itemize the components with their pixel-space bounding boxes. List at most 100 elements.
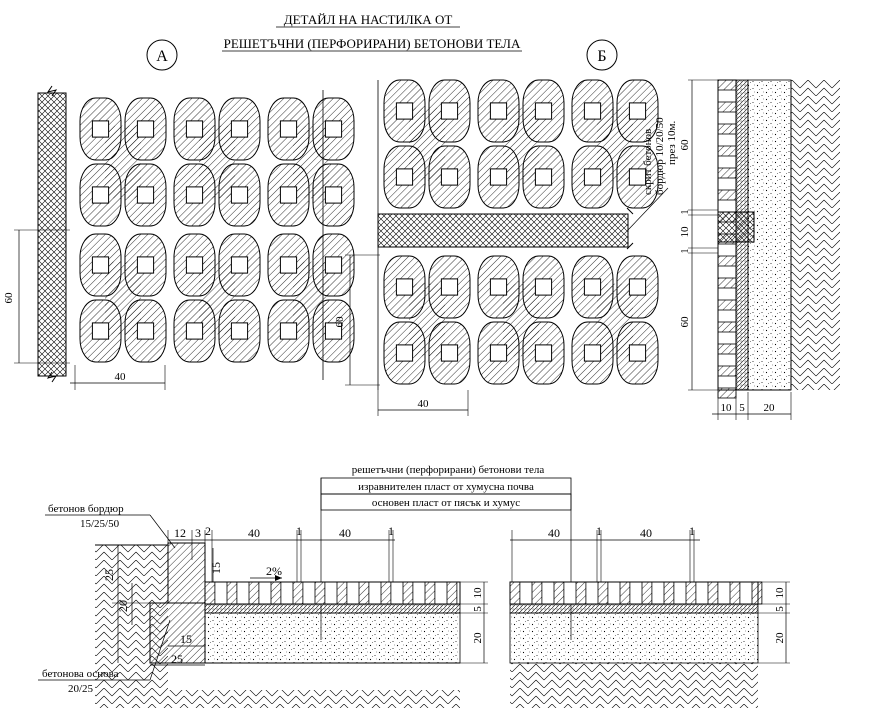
sec-dim-1b: 1 xyxy=(388,524,394,538)
sec-r-dim-40a: 40 xyxy=(548,526,560,540)
layer-dim-20: 20 xyxy=(472,632,484,644)
detail-b-note-1: скрит бетонов xyxy=(642,129,654,195)
section-cell xyxy=(717,299,737,311)
section-cell xyxy=(380,581,392,605)
section-cell xyxy=(575,581,587,605)
section-cell xyxy=(717,365,737,377)
sec-dim-40b: 40 xyxy=(339,526,351,540)
legend-line-3: основен пласт от пясък и хумус xyxy=(372,497,520,509)
detail-b-label: Б xyxy=(597,48,606,65)
lattice-block xyxy=(477,255,565,385)
section-cell xyxy=(619,581,631,605)
base-inner-width-dim: 15 xyxy=(180,632,192,646)
section-cell xyxy=(707,581,719,605)
section-cell xyxy=(641,581,653,605)
legend-line-2: изравнителен пласт от хумусна почва xyxy=(358,481,534,493)
detail-a-label: А xyxy=(156,48,168,65)
lattice-block xyxy=(79,233,167,363)
section-cell xyxy=(292,581,304,605)
detail-b-note-3: през 10м. xyxy=(666,121,678,165)
title-line-2: РЕШЕТЪЧНИ (ПЕРФОРИРАНИ) БЕТОНОВИ ТЕЛА xyxy=(224,36,521,51)
kerb-strip xyxy=(37,92,67,377)
lattice-blocks-b xyxy=(383,79,659,385)
sec-dim-3: 3 xyxy=(195,526,201,540)
lattice-block xyxy=(173,233,261,363)
section-cell xyxy=(717,277,737,289)
layer-dim-5: 5 xyxy=(472,606,484,612)
section-b-bottom-dim-2: 5 xyxy=(739,402,745,414)
section-b-dim-top: 60 xyxy=(679,139,691,151)
detail-a-dim-width: 40 xyxy=(115,371,127,383)
section-cell xyxy=(597,581,609,605)
section-cell xyxy=(717,321,737,333)
lattice-block xyxy=(383,79,471,209)
detail-b-note-2: бордюр 10/20/50 xyxy=(654,117,666,195)
section-cell xyxy=(717,123,737,135)
legend-table: решетъчни (перфорирани) бетонови тела из… xyxy=(320,464,572,640)
kerb-height-dim: 25 xyxy=(102,569,116,581)
lattice-block xyxy=(383,255,471,385)
sec-dim-12: 12 xyxy=(174,526,186,540)
sec-r-dim-40b: 40 xyxy=(640,526,652,540)
kerb-step-dim: 15 xyxy=(209,562,223,574)
section-cell xyxy=(204,581,216,605)
section-cell xyxy=(717,79,737,91)
lattice-block xyxy=(477,79,565,209)
detail-a: А 60 40 xyxy=(3,39,355,390)
section-cell xyxy=(270,581,282,605)
detail-b: Б скрит бетонов бордюр 10/20/50 през 10м… xyxy=(334,39,678,416)
base-height-dim: 20 xyxy=(116,600,130,612)
section-cell xyxy=(717,343,737,355)
sec-r-dim-1b: 1 xyxy=(689,524,695,538)
section-cell xyxy=(424,581,436,605)
section-b: 60 1 10 1 60 10 5 20 xyxy=(679,79,840,420)
section-cell xyxy=(446,581,458,605)
kerb-label-1: бетонов бордюр xyxy=(48,503,124,515)
lattice-block xyxy=(79,97,167,227)
section-cell xyxy=(402,581,414,605)
detail-b-dim-width: 40 xyxy=(418,398,430,410)
layer-dim-10: 10 xyxy=(472,587,484,599)
section-b-dim-c: 1 xyxy=(680,249,691,254)
section-cell xyxy=(531,581,543,605)
legend-line-1: решетъчни (перфорирани) бетонови тела xyxy=(352,464,545,476)
section-b-dim-a: 1 xyxy=(680,210,691,215)
base-width-dim: 25 xyxy=(171,652,183,666)
section-cell xyxy=(509,581,521,605)
sec-r-layer-dim-5: 5 xyxy=(774,606,786,612)
section-cell xyxy=(717,255,737,267)
base-label-2: 20/25 xyxy=(68,683,94,695)
section-b-bottom-dim-3: 20 xyxy=(764,402,776,414)
kerb-label-2: 15/25/50 xyxy=(80,518,120,530)
detail-a-dim-height: 60 xyxy=(3,292,15,304)
section-cell xyxy=(685,581,697,605)
section-b-dim-b: 10 xyxy=(679,226,691,238)
sec-r-layer-dim-10: 10 xyxy=(774,587,786,599)
section-cell xyxy=(663,581,675,605)
lattice-block xyxy=(571,79,659,209)
sec-dim-1a: 1 xyxy=(296,524,302,538)
sec-r-layer-dim-20: 20 xyxy=(774,632,786,644)
lattice-block xyxy=(267,97,355,227)
section-b-bottom-dim-1: 10 xyxy=(721,402,733,414)
hidden-kerb-strip xyxy=(377,213,629,248)
section-cell xyxy=(248,581,260,605)
section-cell xyxy=(729,581,741,605)
section-cell xyxy=(717,167,737,179)
section-cell xyxy=(717,189,737,201)
title-line-1: ДЕТАЙЛ НА НАСТИЛКА ОТ xyxy=(284,12,453,27)
cross-section-right: 40 1 40 1 10 5 20 xyxy=(509,524,790,708)
section-cell xyxy=(717,101,737,113)
lattice-block xyxy=(571,255,659,385)
detail-b-dim-height: 60 xyxy=(334,316,346,328)
sec-r-dim-1a: 1 xyxy=(596,524,602,538)
base-label-1: бетонова основа xyxy=(42,668,119,680)
section-cell xyxy=(717,145,737,157)
section-b-dim-bottom: 60 xyxy=(679,316,691,328)
section-cell xyxy=(751,581,763,605)
kerb-section xyxy=(167,542,206,604)
section-cell xyxy=(358,581,370,605)
sec-dim-40a: 40 xyxy=(248,526,260,540)
